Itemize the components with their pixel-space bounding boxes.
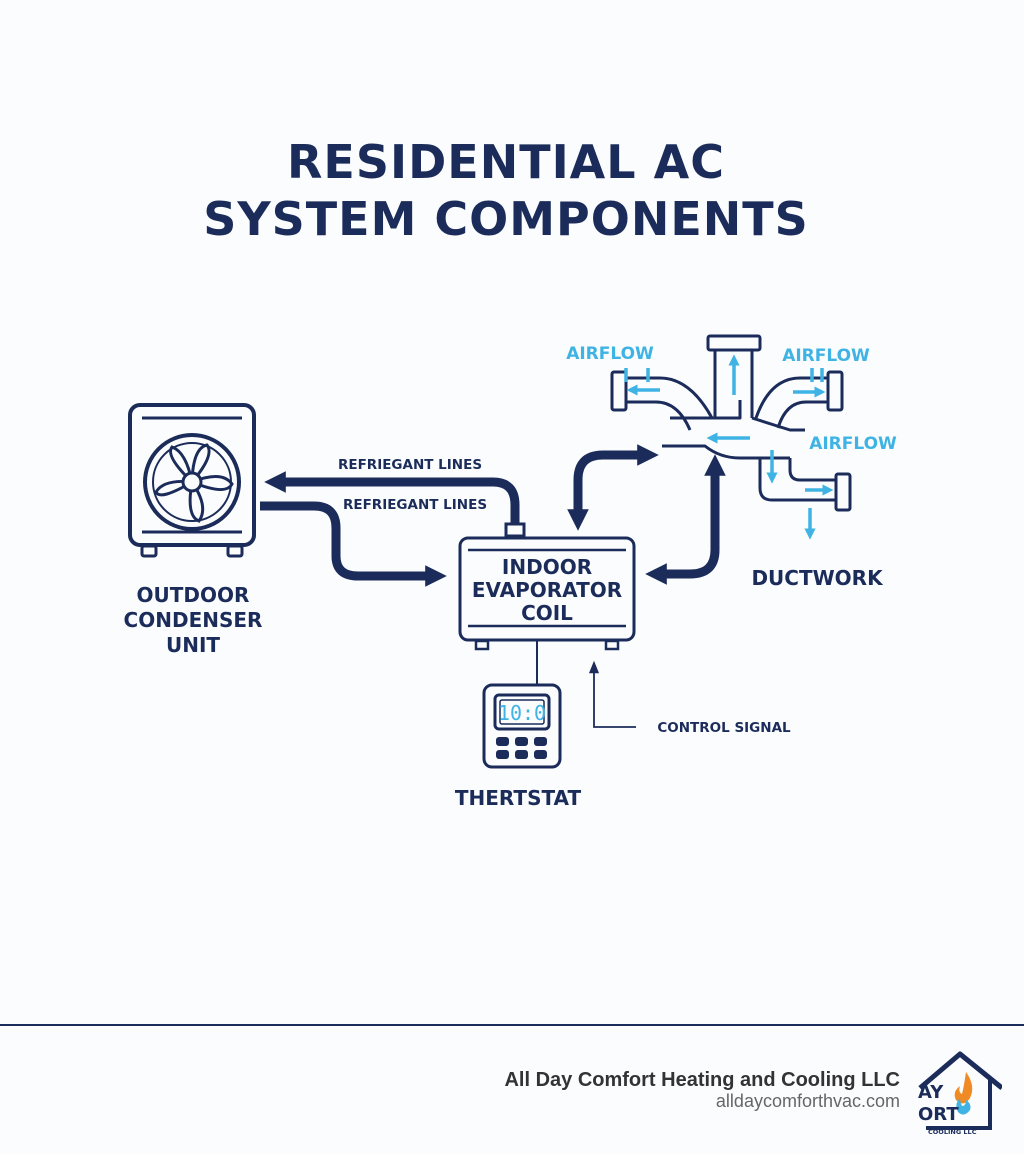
evaporator-label-3: COIL bbox=[521, 601, 573, 625]
footer-divider bbox=[0, 1024, 1024, 1026]
refrigerant-connector bbox=[504, 522, 526, 538]
airflow-arrows bbox=[624, 354, 834, 540]
footer-website-url: alldaycomforthvac.com bbox=[715, 1091, 900, 1111]
airflow-label-3: AIRFLOW bbox=[809, 434, 897, 454]
logo-text-2: ORT bbox=[918, 1104, 959, 1125]
control-signal-label: CONTROL SIGNAL bbox=[657, 720, 791, 736]
evaporator-label-2: EVAPORATOR bbox=[472, 578, 622, 602]
ductwork-icon bbox=[610, 334, 852, 512]
title-line-1: RESIDENTIAL AC bbox=[287, 135, 725, 189]
thermostat-icon bbox=[482, 683, 562, 769]
outdoor-condenser-unit-icon bbox=[128, 403, 256, 558]
ac-system-diagram: RESIDENTIAL AC SYSTEM COMPONENTS OUTDOOR… bbox=[124, 135, 897, 810]
outdoor-unit-label-2: CONDENSER bbox=[124, 608, 263, 632]
ductwork-label: DUCTWORK bbox=[751, 566, 884, 590]
air-path-duct-to-evaporator bbox=[645, 454, 726, 585]
control-signal-line bbox=[588, 660, 636, 728]
airflow-label-2: AIRFLOW bbox=[782, 346, 870, 366]
refrigerant-line-bottom bbox=[260, 501, 447, 587]
company-logo: AY ORT COOLING LLC bbox=[918, 1048, 1002, 1136]
outdoor-unit-label-3: UNIT bbox=[166, 633, 220, 657]
thermostat-label: THERTSTAT bbox=[455, 786, 582, 810]
airflow-label-1: AIRFLOW bbox=[566, 344, 654, 364]
outdoor-unit-label-1: OUTDOOR bbox=[137, 583, 250, 607]
refrigerant-lines-label-bottom: REFRIEGANT LINES bbox=[343, 497, 487, 513]
evaporator-coil-box bbox=[458, 536, 636, 651]
evaporator-label-1: INDOOR bbox=[502, 555, 592, 579]
air-path-evaporator-to-duct bbox=[567, 444, 659, 531]
refrigerant-lines-label-top: REFRIEGANT LINES bbox=[338, 457, 482, 473]
refrigerant-line-top bbox=[264, 471, 520, 528]
footer-company-name: All Day Comfort Heating and Cooling LLC bbox=[504, 1069, 900, 1091]
logo-text-3: COOLING LLC bbox=[928, 1128, 977, 1136]
title-line-2: SYSTEM COMPONENTS bbox=[203, 192, 809, 246]
thermostat-display: 10:0 bbox=[498, 701, 546, 725]
logo-text-1: AY bbox=[918, 1082, 944, 1103]
